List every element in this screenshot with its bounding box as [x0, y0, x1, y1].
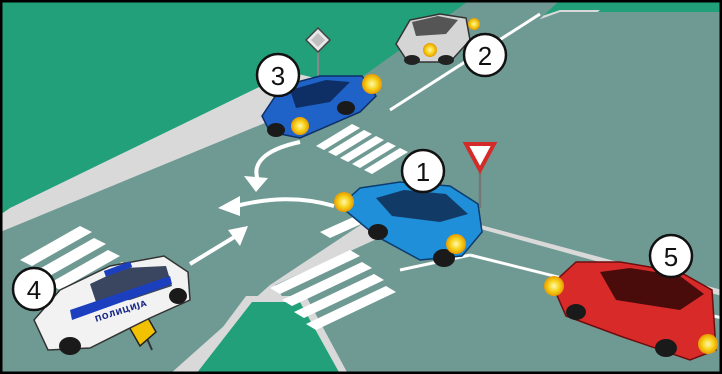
svg-text:3: 3: [271, 61, 285, 91]
marker-3: 3: [257, 54, 299, 96]
indicator-light: [423, 43, 437, 57]
indicator-light: [446, 234, 466, 254]
marker-5: 5: [650, 235, 692, 277]
svg-text:5: 5: [664, 242, 678, 272]
marker-4: 4: [13, 268, 55, 310]
marker-1: 1: [402, 150, 444, 192]
indicator-light: [334, 192, 354, 212]
marker-2: 2: [464, 34, 506, 76]
indicator-light: [468, 18, 480, 30]
indicator-light: [291, 117, 309, 135]
indicator-light: [544, 276, 564, 296]
svg-text:2: 2: [478, 41, 492, 71]
indicator-light: [698, 334, 718, 354]
svg-text:4: 4: [27, 275, 41, 305]
svg-text:1: 1: [416, 157, 430, 187]
indicator-light: [362, 74, 382, 94]
